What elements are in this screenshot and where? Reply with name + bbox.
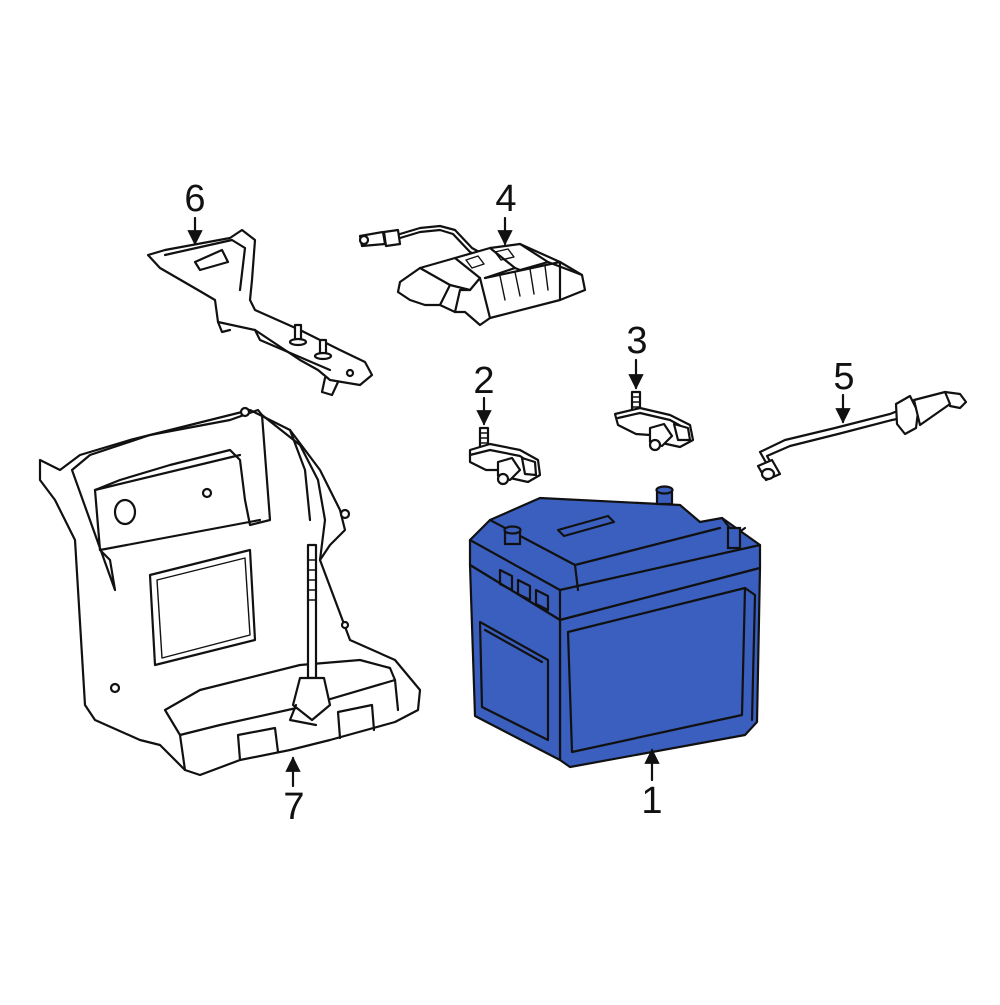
callout-6[interactable]: 6: [184, 178, 206, 220]
hold-down-bracket-part[interactable]: [146, 228, 374, 397]
callout-3[interactable]: 3: [626, 320, 648, 362]
battery-part[interactable]: [468, 485, 762, 769]
callout-7[interactable]: 7: [283, 786, 305, 828]
callout-1[interactable]: 1: [641, 780, 663, 822]
battery-tray-part[interactable]: [38, 406, 422, 777]
fuse-block-part[interactable]: [358, 224, 587, 327]
positive-terminal-part[interactable]: [613, 390, 695, 452]
callout-2[interactable]: 2: [473, 360, 495, 402]
callout-4[interactable]: 4: [495, 178, 517, 220]
leader-lines: [187, 216, 851, 788]
vent-hose-part[interactable]: [756, 390, 968, 482]
callout-5[interactable]: 5: [833, 356, 855, 398]
negative-terminal-part[interactable]: [468, 426, 542, 486]
